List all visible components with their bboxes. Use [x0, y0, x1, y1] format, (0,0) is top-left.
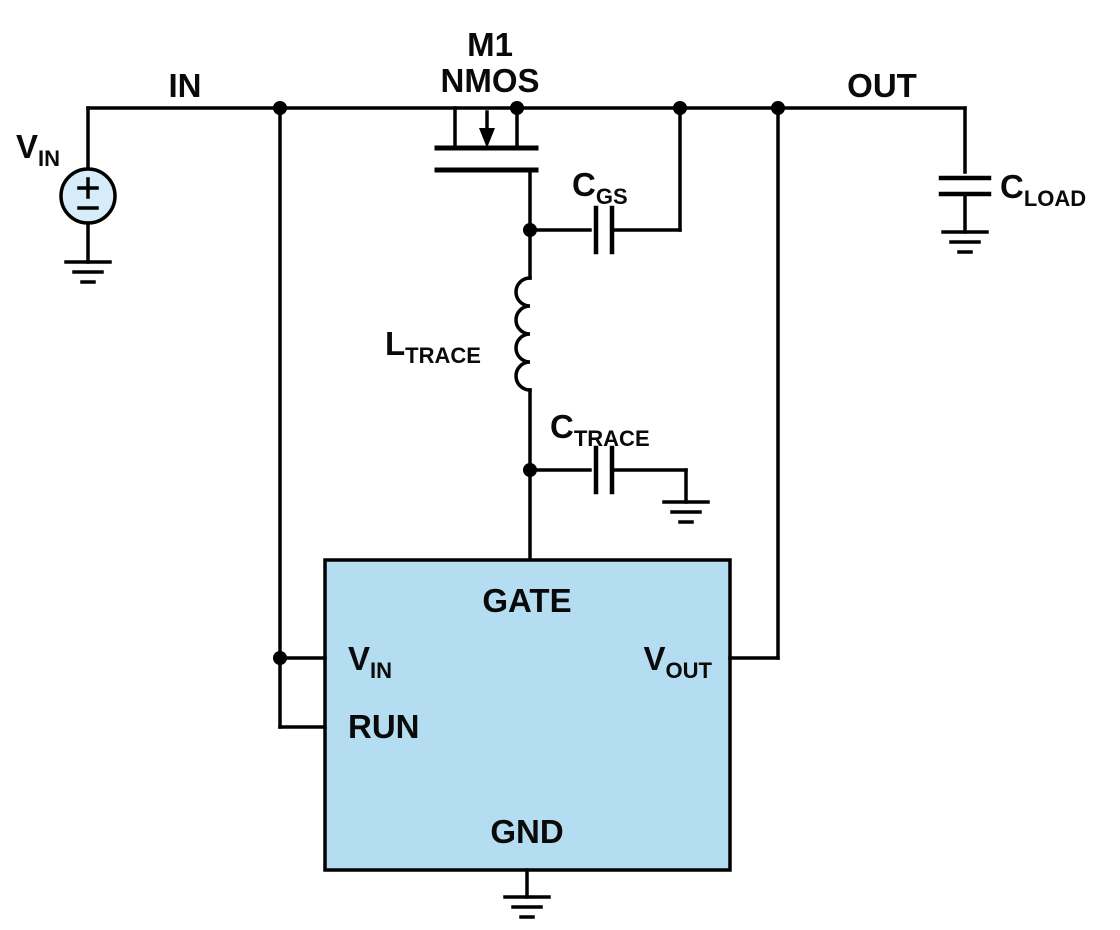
ground-symbol [64, 260, 112, 284]
ltrace-inductor: LTRACE [385, 228, 537, 477]
ctrace-capacitor: CTRACE [528, 408, 710, 524]
ic-block: GATE VIN RUN VOUT GND [323, 468, 732, 872]
inductor-coil [514, 276, 532, 392]
power-rail: IN OUT [86, 67, 967, 115]
m1-name-label: M1 [467, 26, 513, 63]
ground-symbol [662, 500, 710, 524]
mosfet-m1: M1 NMOS [434, 26, 540, 237]
vin-source-label-main: V [16, 128, 38, 165]
ground-symbol [941, 230, 989, 254]
in-node-label: IN [169, 67, 202, 104]
ctrace-label: CTRACE [550, 408, 650, 451]
ic-body [323, 558, 732, 872]
pin-run-label: RUN [348, 708, 420, 745]
vin-source-label-sub: IN [38, 146, 60, 171]
pin-vin-label-main: V [348, 640, 370, 677]
vin-source-label: VIN [16, 128, 60, 171]
pin-vout-label: VOUT [644, 640, 713, 683]
ltrace-label-main: L [385, 325, 405, 362]
cload-label: CLOAD [1000, 168, 1086, 211]
pin-vin-label-sub: IN [370, 658, 392, 683]
cgs-label: CGS [572, 166, 628, 209]
out-node-label: OUT [847, 67, 917, 104]
pin-vin-label: VIN [348, 640, 392, 683]
ctrace-label-main: C [550, 408, 574, 445]
cgs-capacitor: CGS [528, 106, 682, 255]
mosfet-arrowhead-icon [479, 128, 495, 148]
pin-vout-label-main: V [644, 640, 666, 677]
ground-symbol [503, 895, 551, 919]
vin-source: VIN [16, 106, 117, 284]
pin-gate-label: GATE [482, 582, 571, 619]
ltrace-label: LTRACE [385, 325, 481, 368]
pin-vout-label-sub: OUT [666, 658, 713, 683]
pin-gnd-label: GND [490, 813, 563, 850]
m1-type-label: NMOS [441, 62, 540, 99]
cgs-label-sub: GS [596, 184, 628, 209]
cload-label-sub: LOAD [1024, 186, 1086, 211]
cload-capacitor: CLOAD [938, 106, 1086, 254]
cgs-label-main: C [572, 166, 596, 203]
cload-label-main: C [1000, 168, 1024, 205]
ic-pin-wiring [273, 106, 780, 919]
ltrace-label-sub: TRACE [405, 343, 481, 368]
